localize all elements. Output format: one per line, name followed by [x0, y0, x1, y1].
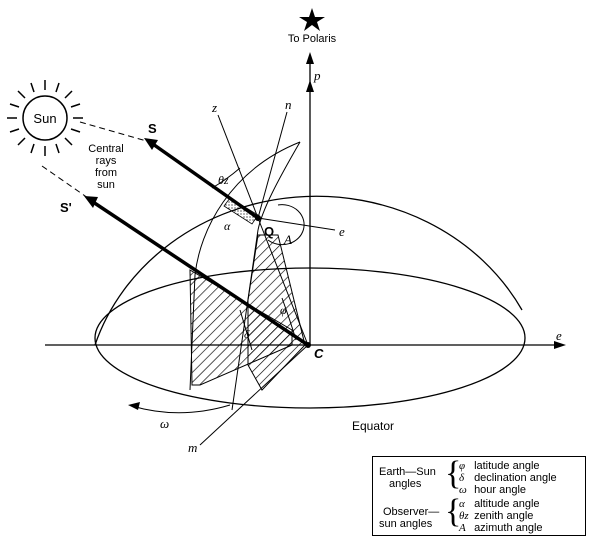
hour-angle-arrow [128, 402, 140, 410]
sun-ray-s [148, 140, 260, 220]
legend-sym-theta: θz [459, 510, 469, 522]
legend-group1-label-2: angles [389, 478, 422, 490]
legend-text-alpha: altitude angle [474, 498, 540, 510]
label-omega: ω [160, 416, 169, 431]
label-n: n [285, 97, 292, 112]
rays-label-4: sun [97, 179, 115, 191]
label-m: m [188, 440, 197, 455]
legend-text-delta: declination angle [474, 472, 557, 484]
sun-icon [7, 80, 83, 156]
label-e-axis: e [556, 328, 562, 343]
legend-text-phi: latitude angle [474, 460, 540, 472]
legend-group1-label-1: Earth—Sun [379, 466, 436, 478]
legend-item-delta: δ declination angle [459, 472, 557, 484]
azimuth-arc [267, 204, 305, 246]
label-theta-z: θz [218, 173, 229, 187]
legend-brace-1: { [445, 455, 462, 492]
dashed-ray-upper [79, 121, 151, 143]
label-C: C [314, 346, 324, 361]
legend-sym-azimuth: A [459, 522, 466, 534]
east-line [257, 217, 336, 231]
label-z: z [211, 100, 217, 115]
polar-axis-arrow [306, 52, 314, 64]
polaris-star-icon [299, 8, 325, 31]
legend-group2-label-1: Observer— [383, 506, 440, 518]
legend-sym-alpha: α [459, 498, 465, 510]
sun-ray-s-prime-arrow [84, 196, 98, 208]
sun-ray-s-prime [89, 198, 309, 347]
legend-item-theta: θz zenith angle [459, 510, 533, 522]
line-c-to-q [257, 217, 309, 346]
legend-box: Earth—Sun angles { φ latitude angle δ de… [372, 456, 586, 536]
legend-brace-2: { [445, 493, 462, 530]
legend-group2-label-2: sun angles [379, 518, 433, 530]
label-S: S [148, 121, 157, 136]
legend-sym-delta: δ [459, 472, 465, 484]
hatched-region-center [247, 234, 306, 391]
dashed-ray-lower [41, 165, 89, 199]
label-phi: φ [280, 303, 287, 317]
legend-sym-omega: ω [459, 484, 467, 496]
label-p: p [313, 68, 321, 83]
label-e-local: e [339, 224, 345, 239]
polar-axis-arrow-2 [306, 80, 314, 92]
legend-item-omega: ω hour angle [459, 484, 526, 496]
legend-item-alpha: α altitude angle [459, 498, 540, 510]
horizontal-axis-arrow [554, 341, 566, 349]
polaris-label: To Polaris [288, 33, 337, 45]
label-A: A [283, 232, 292, 247]
label-Q: Q [264, 224, 274, 239]
rays-label-1: Central [88, 143, 123, 155]
legend-sym-phi: φ [459, 460, 466, 472]
meridian-left [189, 141, 301, 391]
label-alpha: α [224, 219, 231, 233]
label-S-prime: S' [60, 200, 72, 215]
equator-ellipse [94, 267, 526, 409]
hour-angle-arc [131, 404, 231, 414]
legend-item-azimuth: A azimuth angle [459, 522, 543, 534]
legend-text-azimuth: azimuth angle [474, 522, 543, 534]
meridian-q [257, 141, 301, 231]
hemisphere-outline [94, 195, 523, 346]
delta-arc [239, 309, 253, 351]
rays-label-2: rays [96, 155, 117, 167]
legend-text-omega: hour angle [474, 484, 527, 496]
legend-text-theta: zenith angle [474, 510, 534, 522]
rays-label-3: from [95, 167, 117, 179]
zenith-line [217, 114, 259, 219]
line-c-to-m [199, 344, 309, 446]
equator-label: Equator [352, 419, 394, 433]
sun-label: Sun [33, 111, 56, 126]
legend-item-phi: φ latitude angle [459, 460, 540, 472]
north-line [257, 111, 288, 219]
